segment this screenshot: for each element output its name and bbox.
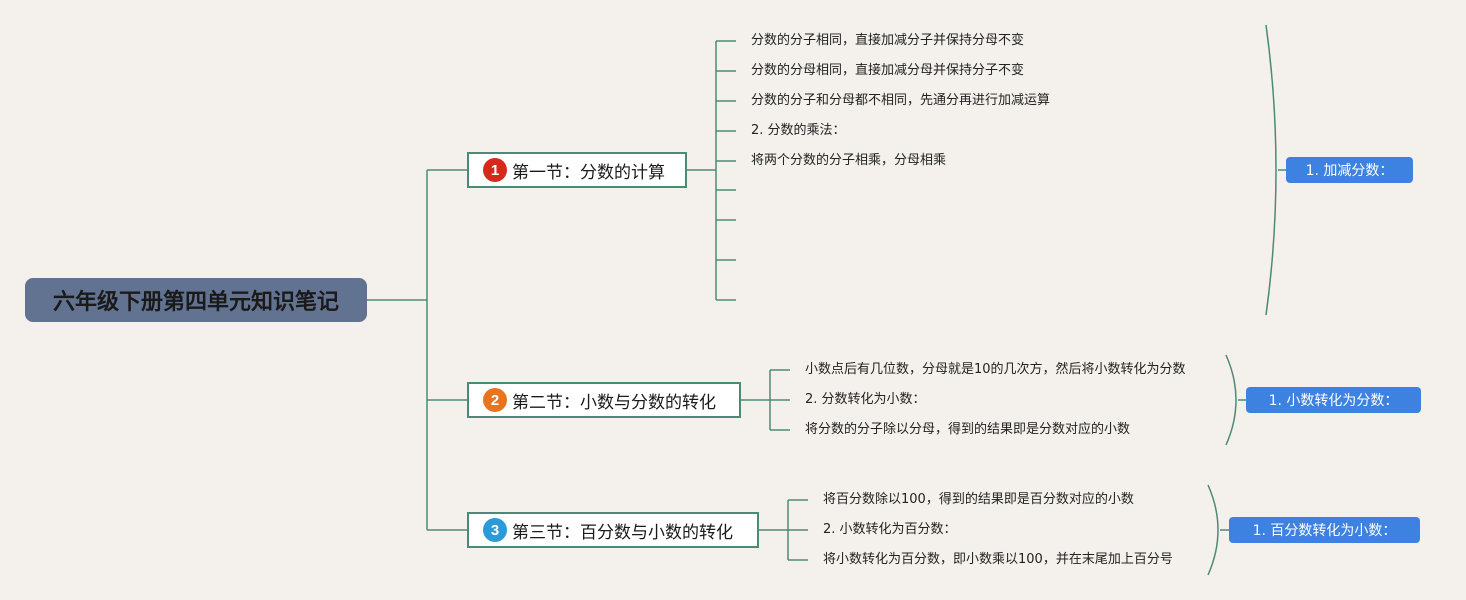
leaf-3-3[interactable]: 将小数转化为百分数，即小数乘以100，并在末尾加上百分号 <box>823 552 1173 567</box>
topic-3-label: 第三节：百分数与小数的转化 <box>512 522 733 543</box>
topic-1-label: 第一节：分数的计算 <box>512 162 665 183</box>
number-badge-2: 2 <box>483 388 507 412</box>
topic-1[interactable]: 1 第一节：分数的计算 <box>467 152 687 188</box>
leaf-2-1[interactable]: 小数点后有几位数，分母就是10的几次方，然后将小数转化为分数 <box>805 362 1186 377</box>
leaf-1-2[interactable]: 分数的分母相同，直接加减分母并保持分子不变 <box>751 63 1025 78</box>
number-badge-3: 3 <box>483 518 507 542</box>
summary-2-label: 1. 小数转化为分数： <box>1268 393 1399 409</box>
leaf-1-1[interactable]: 分数的分子相同，直接加减分子并保持分母不变 <box>751 33 1025 48</box>
leaf-1-3[interactable]: 分数的分子和分母都不相同，先通分再进行加减运算 <box>751 93 1051 108</box>
central-topic-label: 六年级下册第四单元知识笔记 <box>52 290 339 315</box>
leaf-1-4[interactable]: 2. 分数的乘法： <box>751 123 846 138</box>
leaf-3-1[interactable]: 将百分数除以100，得到的结果即是百分数对应的小数 <box>823 492 1134 507</box>
summary-1-label: 1. 加减分数： <box>1305 163 1394 179</box>
leaf-2-3[interactable]: 将分数的分子除以分母，得到的结果即是分数对应的小数 <box>805 422 1131 437</box>
summary-3[interactable]: 1. 百分数转化为小数： <box>1229 517 1420 543</box>
summary-1[interactable]: 1. 加减分数： <box>1286 157 1413 183</box>
leaf-1-5[interactable]: 将两个分数的分子相乘，分母相乘 <box>751 153 947 168</box>
topic-3[interactable]: 3 第三节：百分数与小数的转化 <box>467 512 759 548</box>
leaf-2-2[interactable]: 2. 分数转化为小数： <box>805 392 926 407</box>
topic-2-label: 第二节：小数与分数的转化 <box>512 392 716 413</box>
topic-2[interactable]: 2 第二节：小数与分数的转化 <box>467 382 741 418</box>
central-topic[interactable]: 六年级下册第四单元知识笔记 <box>25 278 367 322</box>
leaf-3-2[interactable]: 2. 小数转化为百分数： <box>823 522 957 537</box>
summary-3-label: 1. 百分数转化为小数： <box>1252 523 1397 539</box>
summary-2[interactable]: 1. 小数转化为分数： <box>1246 387 1421 413</box>
number-badge-1: 1 <box>483 158 507 182</box>
